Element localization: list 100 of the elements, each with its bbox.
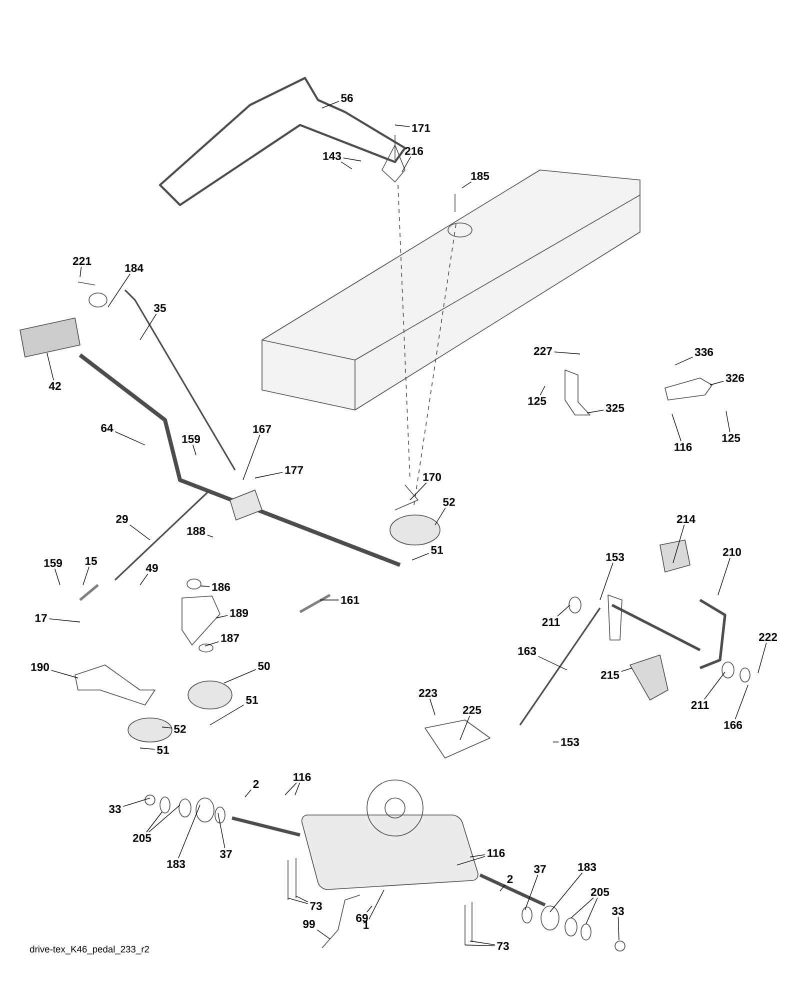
callout-number: 29 — [116, 515, 128, 524]
file-name: drive-tex_K46_pedal_233_r2 — [30, 946, 149, 954]
callout-number: 170 — [423, 473, 441, 481]
leader-line — [206, 534, 214, 538]
callout-number: 153 — [606, 553, 624, 562]
callout-number: 99 — [303, 920, 315, 928]
leader-line — [192, 444, 196, 456]
callout-number: 211 — [542, 618, 560, 626]
callout-number: 37 — [534, 865, 546, 874]
callout-number: 51 — [157, 746, 169, 754]
leader-line — [216, 615, 228, 618]
leader-line — [621, 668, 632, 672]
leader-line — [146, 812, 162, 832]
leader-line — [758, 642, 767, 674]
leader-line — [46, 352, 54, 381]
leader-line — [734, 684, 748, 720]
leader-line — [540, 386, 546, 396]
callout-number: 51 — [246, 696, 258, 704]
callout-number: 73 — [310, 902, 322, 910]
leader-line — [242, 434, 260, 480]
leader-line — [366, 906, 372, 912]
leader-line — [296, 896, 308, 902]
leader-line — [410, 482, 427, 500]
leader-line — [672, 524, 685, 564]
leader-line — [284, 782, 297, 796]
leader-line — [462, 182, 472, 188]
callout-number: 325 — [606, 404, 624, 412]
leader-line — [178, 804, 200, 858]
callout-number: 116 — [488, 849, 505, 858]
leader-line — [434, 508, 446, 526]
leader-line — [550, 872, 582, 912]
callout-number: 125 — [528, 397, 546, 405]
leader-line — [538, 656, 568, 670]
leader-line — [500, 884, 506, 892]
leader-line — [114, 431, 146, 446]
leader-line — [464, 944, 496, 946]
callout-number: 69 — [356, 914, 368, 922]
callout-number: 2 — [507, 875, 513, 883]
callout-number: 42 — [48, 382, 61, 390]
callout-number: 227 — [534, 347, 552, 355]
leader-line — [586, 898, 598, 924]
callout-number: 336 — [694, 348, 714, 356]
callout-number: 116 — [294, 773, 311, 782]
leader-line — [340, 162, 352, 170]
callout-number: 183 — [578, 863, 596, 872]
leader-line — [674, 356, 694, 366]
leader-line — [710, 380, 724, 386]
callout-number: 210 — [722, 548, 741, 556]
leader-line — [470, 854, 486, 858]
leader-line — [672, 414, 682, 442]
callout-number: 17 — [35, 614, 47, 622]
leader-line — [108, 274, 130, 308]
leader-line — [412, 552, 430, 560]
callout-number: 33 — [108, 805, 121, 814]
callout-number: 183 — [167, 860, 186, 868]
leader-line — [524, 874, 538, 910]
leader-line — [316, 930, 330, 940]
leader-line — [322, 100, 340, 108]
callout-number: 50 — [258, 662, 270, 670]
callout-number: 225 — [462, 706, 482, 714]
leader-line — [204, 641, 220, 646]
callout-number: 33 — [612, 907, 624, 916]
leader-line — [210, 704, 244, 726]
leader-line — [586, 410, 604, 414]
leader-line — [456, 856, 486, 866]
callout-number: 222 — [758, 633, 777, 641]
callout-number: 216 — [404, 147, 424, 155]
callout-number: 163 — [518, 647, 536, 656]
leader-line — [554, 352, 580, 354]
callout-number: 171 — [412, 124, 430, 132]
callout-number: 223 — [418, 689, 438, 698]
callout-number: 153 — [561, 738, 580, 746]
callout-number: 185 — [471, 172, 490, 180]
leader-line — [148, 804, 180, 832]
callout-number: 187 — [221, 634, 239, 642]
callout-number: 73 — [497, 942, 509, 950]
leader-line — [130, 524, 150, 540]
leader-line — [600, 562, 614, 600]
leader-line — [288, 898, 308, 904]
callout-number: 161 — [341, 596, 360, 604]
callout-number: 326 — [726, 374, 744, 382]
leader-line — [244, 790, 252, 798]
callout-number: 184 — [125, 264, 144, 272]
leader-line — [343, 158, 362, 162]
leader-line — [470, 940, 496, 946]
callout-number: 215 — [600, 671, 620, 680]
leader-line — [140, 314, 157, 340]
callout-number: 35 — [154, 304, 166, 312]
callout-number: 37 — [220, 850, 232, 858]
leader-line — [80, 266, 82, 278]
callout-number: 52 — [443, 498, 455, 506]
leader-line — [122, 798, 150, 807]
leader-line — [368, 890, 384, 920]
leader-line — [294, 782, 300, 796]
callout-number: 52 — [174, 725, 186, 734]
leader-line — [218, 812, 226, 848]
callout-number: 214 — [676, 515, 696, 523]
callout-number: 211 — [691, 701, 709, 709]
callout-number: 189 — [230, 609, 248, 618]
leader-line — [618, 916, 620, 940]
